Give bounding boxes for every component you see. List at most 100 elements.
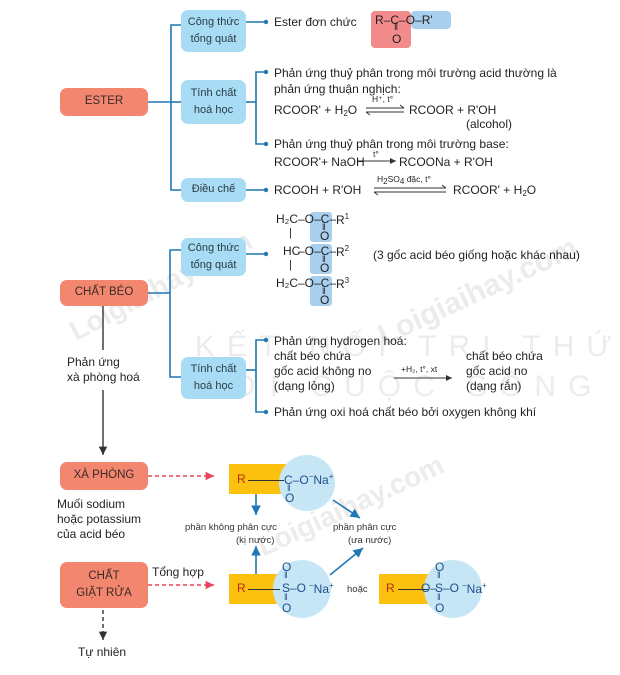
sodium-ion: −Na+: [462, 581, 487, 596]
r-index: 1: [344, 212, 350, 221]
alcohol-note: (alcohol): [466, 117, 513, 131]
r-index: 2: [344, 244, 350, 253]
fatty-acid-r-group: R1: [336, 212, 350, 227]
preparation-condition: H2SO4 đặc, t°: [377, 174, 431, 186]
ester-preparation-box[interactable]: Điều chế: [181, 178, 246, 202]
base-hydrolysis-line1: Phản ứng thuỷ phân trong môi trường base…: [274, 137, 509, 151]
fat-general-formula-box[interactable]: Công thức tổng quát: [181, 238, 246, 276]
hydrogenation-reactant-line: (dạng lỏng): [274, 379, 335, 393]
ester-label: ESTER: [84, 95, 124, 108]
negative-charge: −: [308, 472, 314, 481]
soap-box[interactable]: XÀ PHÒNG: [60, 462, 148, 490]
fat-formula-note: (3 gốc acid béo giống hoặc khác nhau): [373, 248, 580, 262]
preparation-products: RCOOR' + H2O: [453, 183, 536, 198]
acid-hydrolysis-condition: H⁺, t°: [372, 94, 394, 104]
soap-r-group: R: [237, 472, 246, 486]
carbonyl-oxygen: O: [320, 261, 330, 275]
ester-group-highlight: [310, 244, 332, 274]
box-line: Tính chất: [190, 86, 237, 99]
tail-bond: [248, 589, 280, 590]
product-text: RCOOR' + H: [453, 183, 523, 197]
carbonyl-oxygen: O: [320, 229, 330, 243]
positive-charge: +: [328, 472, 334, 481]
soap-carboxylate: C–O−Na+: [284, 472, 334, 487]
base-hydrolysis-condition: t°: [373, 149, 379, 159]
carbonyl-oxygen: O: [320, 293, 330, 307]
sulfur-oxygen: S–O: [435, 581, 460, 595]
acid-hydrolysis-reactants: RCOOR' + H2O: [274, 103, 357, 118]
ester-linkage: –O–C–: [298, 276, 337, 290]
atom-o: O: [405, 13, 416, 27]
double-bond: ‖: [322, 286, 326, 296]
box-line: Tính chất: [190, 362, 237, 375]
detergent-label-line: CHẤT: [88, 569, 120, 582]
soap-double-bond: ‖: [287, 483, 291, 493]
fat-chemical-properties-box[interactable]: Tính chất hoá học: [181, 357, 246, 399]
box-line: hoá học: [193, 380, 234, 392]
natural-label: Tự nhiên: [78, 645, 127, 659]
soap-desc-line: hoặc potassium: [57, 512, 142, 526]
ester-box[interactable]: ESTER: [60, 88, 148, 116]
double-bond: ‖: [437, 570, 441, 580]
ester-double-bond: ‖: [394, 22, 399, 33]
atom-o: O: [282, 560, 292, 574]
nonpolar-label-note: (kị nước): [236, 535, 275, 546]
detergent-a-r-group: R: [237, 581, 246, 595]
acid-hydrolysis-products: RCOOR + R'OH: [409, 103, 497, 117]
reactant-text: RCOOR' + H: [274, 103, 344, 117]
ester-chemical-properties-box[interactable]: Tính chất hoá học: [181, 80, 246, 124]
tail-bond: [398, 589, 428, 590]
soap-desc-line: của acid béo: [57, 527, 126, 541]
hydrogenation-condition: +H₂, t°, xt: [401, 364, 438, 374]
hydrophilic-head-circle: [424, 560, 482, 618]
hydrogenation-product-line: (dạng rắn): [466, 379, 522, 393]
soap-carbonyl-o: O: [285, 491, 295, 505]
ester-carbonyl-o: O: [392, 32, 402, 46]
saponification-line2: xà phòng hoá: [67, 370, 140, 384]
box-line: hoá học: [193, 104, 234, 116]
double-bond: ‖: [437, 592, 441, 602]
box-line: Công thức: [187, 15, 240, 28]
preparation-reactants: RCOOH + R'OH: [274, 183, 362, 197]
soap-label: XÀ PHÒNG: [73, 469, 135, 482]
sodium-ion: −Na+: [309, 581, 334, 596]
oxidation-text: Phản ứng oxi hoá chất béo bởi oxygen khô…: [274, 405, 537, 419]
atom-r-prime: R': [421, 13, 433, 27]
ester-group-highlight: [310, 212, 332, 242]
hydrogenation-product-line: gốc acid no: [466, 364, 528, 378]
hydrogenation-reactant-line: chất béo chứa: [274, 349, 351, 363]
fat-box[interactable]: CHẤT BÉO: [60, 280, 148, 306]
reactant-text: O: [347, 103, 358, 117]
detergent-box[interactable]: CHẤT GIẶT RỬA: [60, 562, 148, 608]
ester-group-highlight: [310, 276, 332, 306]
ester-general-formula-box[interactable]: Công thức tổng quát: [181, 10, 246, 52]
atom-o: O: [435, 560, 445, 574]
synthetic-label: Tổng hợp: [152, 565, 204, 579]
atom-c: C: [284, 473, 293, 487]
soap-desc-line: Muối sodium: [57, 497, 126, 511]
box-line: tổng quát: [190, 259, 237, 271]
hydrogenation-reactant-line: gốc acid không no: [274, 364, 372, 378]
ester-general-text: Ester đơn chức: [274, 15, 357, 29]
cond-text: H: [377, 174, 384, 184]
glycerol-carbon: H₂C: [276, 276, 298, 290]
subscript: 2: [383, 177, 388, 186]
ester-linkage: –O–C–: [298, 244, 337, 258]
fat-label: CHẤT BÉO: [74, 286, 134, 299]
atom-o: O: [282, 601, 292, 615]
saponification-line1: Phản ứng: [67, 355, 120, 369]
glycerol-carbon: HC: [283, 244, 301, 258]
acid-hydrolysis-line2: phản ứng thuận nghịch:: [274, 82, 401, 96]
sulfur-oxygen: S–O: [282, 581, 307, 595]
subscript: 4: [399, 177, 405, 186]
ester-acyl-highlight: [371, 11, 411, 48]
vertical-bond: |: [289, 227, 292, 239]
hydrophilic-head-circle: [279, 455, 335, 511]
base-hydrolysis-reactants: RCOOR'+ NaOH: [274, 155, 365, 169]
ester-alkoxy-highlight: [411, 11, 451, 29]
polar-label: phần phân cực: [333, 522, 397, 533]
cond-text: đặc, t°: [404, 174, 431, 184]
double-bond: ‖: [284, 570, 288, 580]
acid-hydrolysis-line1: Phản ứng thuỷ phân trong môi trường acid…: [274, 66, 557, 80]
